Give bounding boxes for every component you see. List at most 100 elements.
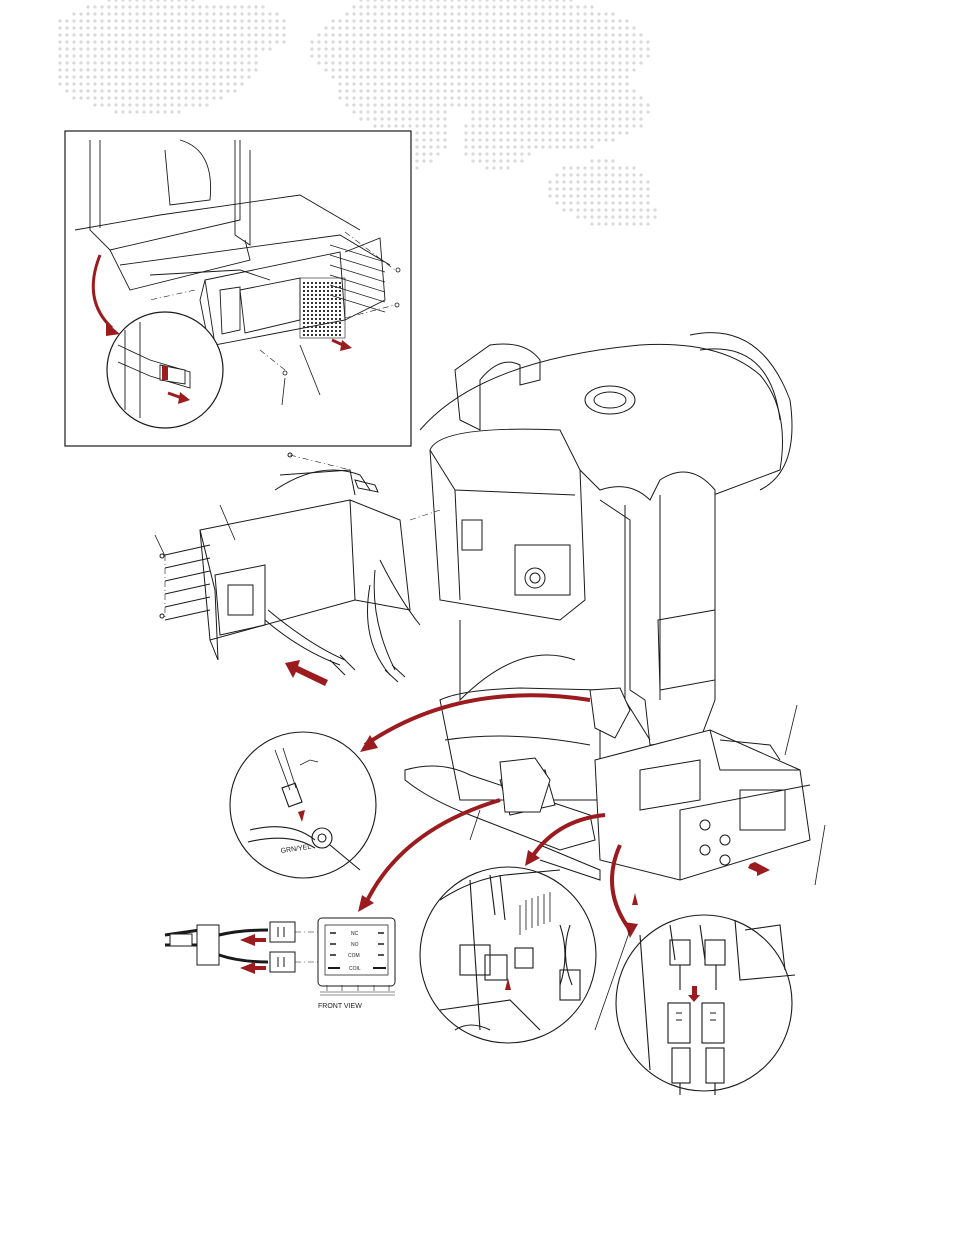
map-dot	[583, 12, 586, 15]
grille-hole	[339, 306, 341, 308]
map-dot	[268, 47, 271, 50]
map-dot	[590, 124, 593, 127]
map-dot	[142, 82, 145, 85]
map-dot	[114, 61, 117, 64]
map-dot	[541, 12, 544, 15]
map-dot	[128, 68, 131, 71]
map-dot	[191, 5, 194, 8]
map-dot	[268, 19, 271, 22]
grille-hole	[323, 302, 325, 304]
map-dot	[135, 47, 138, 50]
map-dot	[233, 47, 236, 50]
map-dot	[450, 12, 453, 15]
map-dot	[611, 47, 614, 50]
map-dot	[625, 110, 628, 113]
map-dot	[625, 68, 628, 71]
map-dot	[436, 47, 439, 50]
map-dot	[72, 54, 75, 57]
map-dot	[359, 12, 362, 15]
map-dot	[478, 145, 481, 148]
map-dot	[527, 68, 530, 71]
map-dot	[415, 54, 418, 57]
map-dot	[513, 117, 516, 120]
map-dot	[457, 5, 460, 8]
map-dot	[156, 61, 159, 64]
map-dot	[352, 40, 355, 43]
map-dot	[618, 19, 621, 22]
map-dot	[625, 166, 628, 169]
map-dot	[58, 33, 61, 36]
map-dot	[632, 110, 635, 113]
detail-circle-board	[420, 867, 596, 1043]
map-dot	[562, 208, 565, 211]
map-dot	[247, 40, 250, 43]
map-dot	[107, 33, 110, 36]
grille-hole	[307, 306, 309, 308]
map-dot	[576, 96, 579, 99]
map-dot	[149, 110, 152, 113]
map-dot	[373, 124, 376, 127]
map-dot	[380, 12, 383, 15]
map-dot	[65, 82, 68, 85]
map-dot	[534, 5, 537, 8]
map-dot	[625, 201, 628, 204]
map-dot	[184, 61, 187, 64]
map-dot	[205, 19, 208, 22]
map-dot	[597, 166, 600, 169]
map-dot	[205, 47, 208, 50]
map-dot	[590, 131, 593, 134]
grille-hole	[339, 330, 341, 332]
map-dot	[387, 33, 390, 36]
grille-hole	[311, 310, 313, 312]
map-dot	[492, 26, 495, 29]
map-dot	[618, 89, 621, 92]
grille-hole	[323, 298, 325, 300]
map-dot	[618, 47, 621, 50]
map-dot	[205, 26, 208, 29]
map-dot	[429, 117, 432, 120]
map-dot	[618, 201, 621, 204]
map-dot	[422, 103, 425, 106]
map-dot	[205, 61, 208, 64]
map-dot	[254, 19, 257, 22]
map-dot	[625, 187, 628, 190]
map-dot	[415, 103, 418, 106]
map-dot	[72, 75, 75, 78]
map-dot	[527, 54, 530, 57]
map-dot	[142, 75, 145, 78]
map-dot	[597, 82, 600, 85]
map-dot	[478, 0, 481, 2]
map-dot	[170, 110, 173, 113]
map-dot	[387, 47, 390, 50]
map-dot	[450, 26, 453, 29]
map-dot	[534, 145, 537, 148]
map-dot	[576, 89, 579, 92]
map-dot	[527, 26, 530, 29]
map-dot	[149, 33, 152, 36]
map-dot	[401, 54, 404, 57]
map-dot	[429, 47, 432, 50]
map-dot	[625, 82, 628, 85]
map-dot	[611, 12, 614, 15]
map-dot	[478, 82, 481, 85]
map-dot	[443, 138, 446, 141]
map-dot	[527, 40, 530, 43]
map-dot	[590, 201, 593, 204]
map-dot	[471, 0, 474, 2]
map-dot	[163, 103, 166, 106]
map-dot	[380, 117, 383, 120]
grille-hole	[335, 330, 337, 332]
map-dot	[352, 12, 355, 15]
map-dot	[114, 40, 117, 43]
map-dot	[632, 47, 635, 50]
map-dot	[436, 145, 439, 148]
map-dot	[100, 19, 103, 22]
leader-line	[815, 825, 825, 885]
grille-hole	[307, 314, 309, 316]
map-dot	[604, 208, 607, 211]
map-dot	[184, 75, 187, 78]
map-dot	[219, 82, 222, 85]
map-dot	[128, 0, 131, 2]
map-dot	[590, 187, 593, 190]
map-dot	[471, 61, 474, 64]
